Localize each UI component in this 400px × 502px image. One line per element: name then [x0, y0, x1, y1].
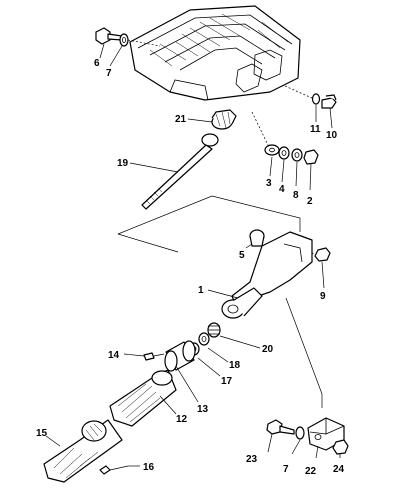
callout-22: 22: [305, 466, 317, 477]
callout-1: 1: [198, 285, 204, 296]
part-10-bolt: [321, 94, 337, 109]
part-13-collar: [164, 340, 196, 372]
part-23-bolt: [266, 419, 295, 435]
part-15-handle-grip: [43, 419, 123, 483]
callout-6: 6: [94, 58, 100, 69]
callout-7-top: 7: [106, 68, 112, 79]
callout-11: 11: [310, 124, 321, 135]
part-11-washer: [311, 93, 321, 105]
callout-8: 8: [293, 190, 299, 201]
callout-21: 21: [175, 114, 187, 125]
part-2-nut: [303, 149, 319, 165]
callout-3: 3: [266, 178, 272, 189]
pedal-housing: [129, 5, 301, 101]
part-12-grip-core: [109, 369, 177, 427]
part-4-washer: [278, 146, 290, 160]
part-18-washer: [198, 332, 210, 346]
part-24-nut: [332, 439, 349, 455]
callout-19: 19: [117, 158, 129, 169]
callout-18: 18: [229, 360, 241, 371]
part-14-screw: [143, 352, 165, 361]
part-5-pin: [249, 229, 265, 247]
part-7-washer-top: [119, 33, 129, 47]
callout-labels: 6 7 11 10 21 19 3 4 8 2 5 9 1 20 14 18 1…: [36, 58, 345, 477]
callout-2: 2: [307, 196, 313, 207]
callout-15: 15: [36, 428, 48, 439]
callout-24: 24: [333, 464, 345, 475]
part-6-bolt: [95, 27, 123, 45]
callout-9: 9: [320, 291, 326, 302]
part-21-bushing: [211, 109, 237, 130]
callout-23: 23: [246, 454, 258, 465]
callout-5: 5: [239, 250, 245, 261]
callout-14: 14: [108, 350, 120, 361]
callout-4: 4: [279, 184, 285, 195]
callout-20: 20: [262, 344, 274, 355]
part-3-washer: [264, 144, 280, 156]
callout-7-bottom: 7: [283, 464, 289, 475]
part-19-shaft: [141, 133, 219, 210]
part-8-washer: [291, 148, 303, 162]
part-16-screw: [99, 465, 129, 475]
part-9-nut: [314, 247, 331, 262]
part-1-lever: [221, 231, 313, 319]
callout-17: 17: [221, 376, 233, 387]
part-7-washer-bottom: [295, 426, 305, 440]
callout-13: 13: [197, 404, 209, 415]
callout-10: 10: [326, 130, 338, 141]
callout-12: 12: [176, 414, 188, 425]
part-20-spring: [207, 322, 221, 338]
callout-16: 16: [143, 462, 155, 473]
